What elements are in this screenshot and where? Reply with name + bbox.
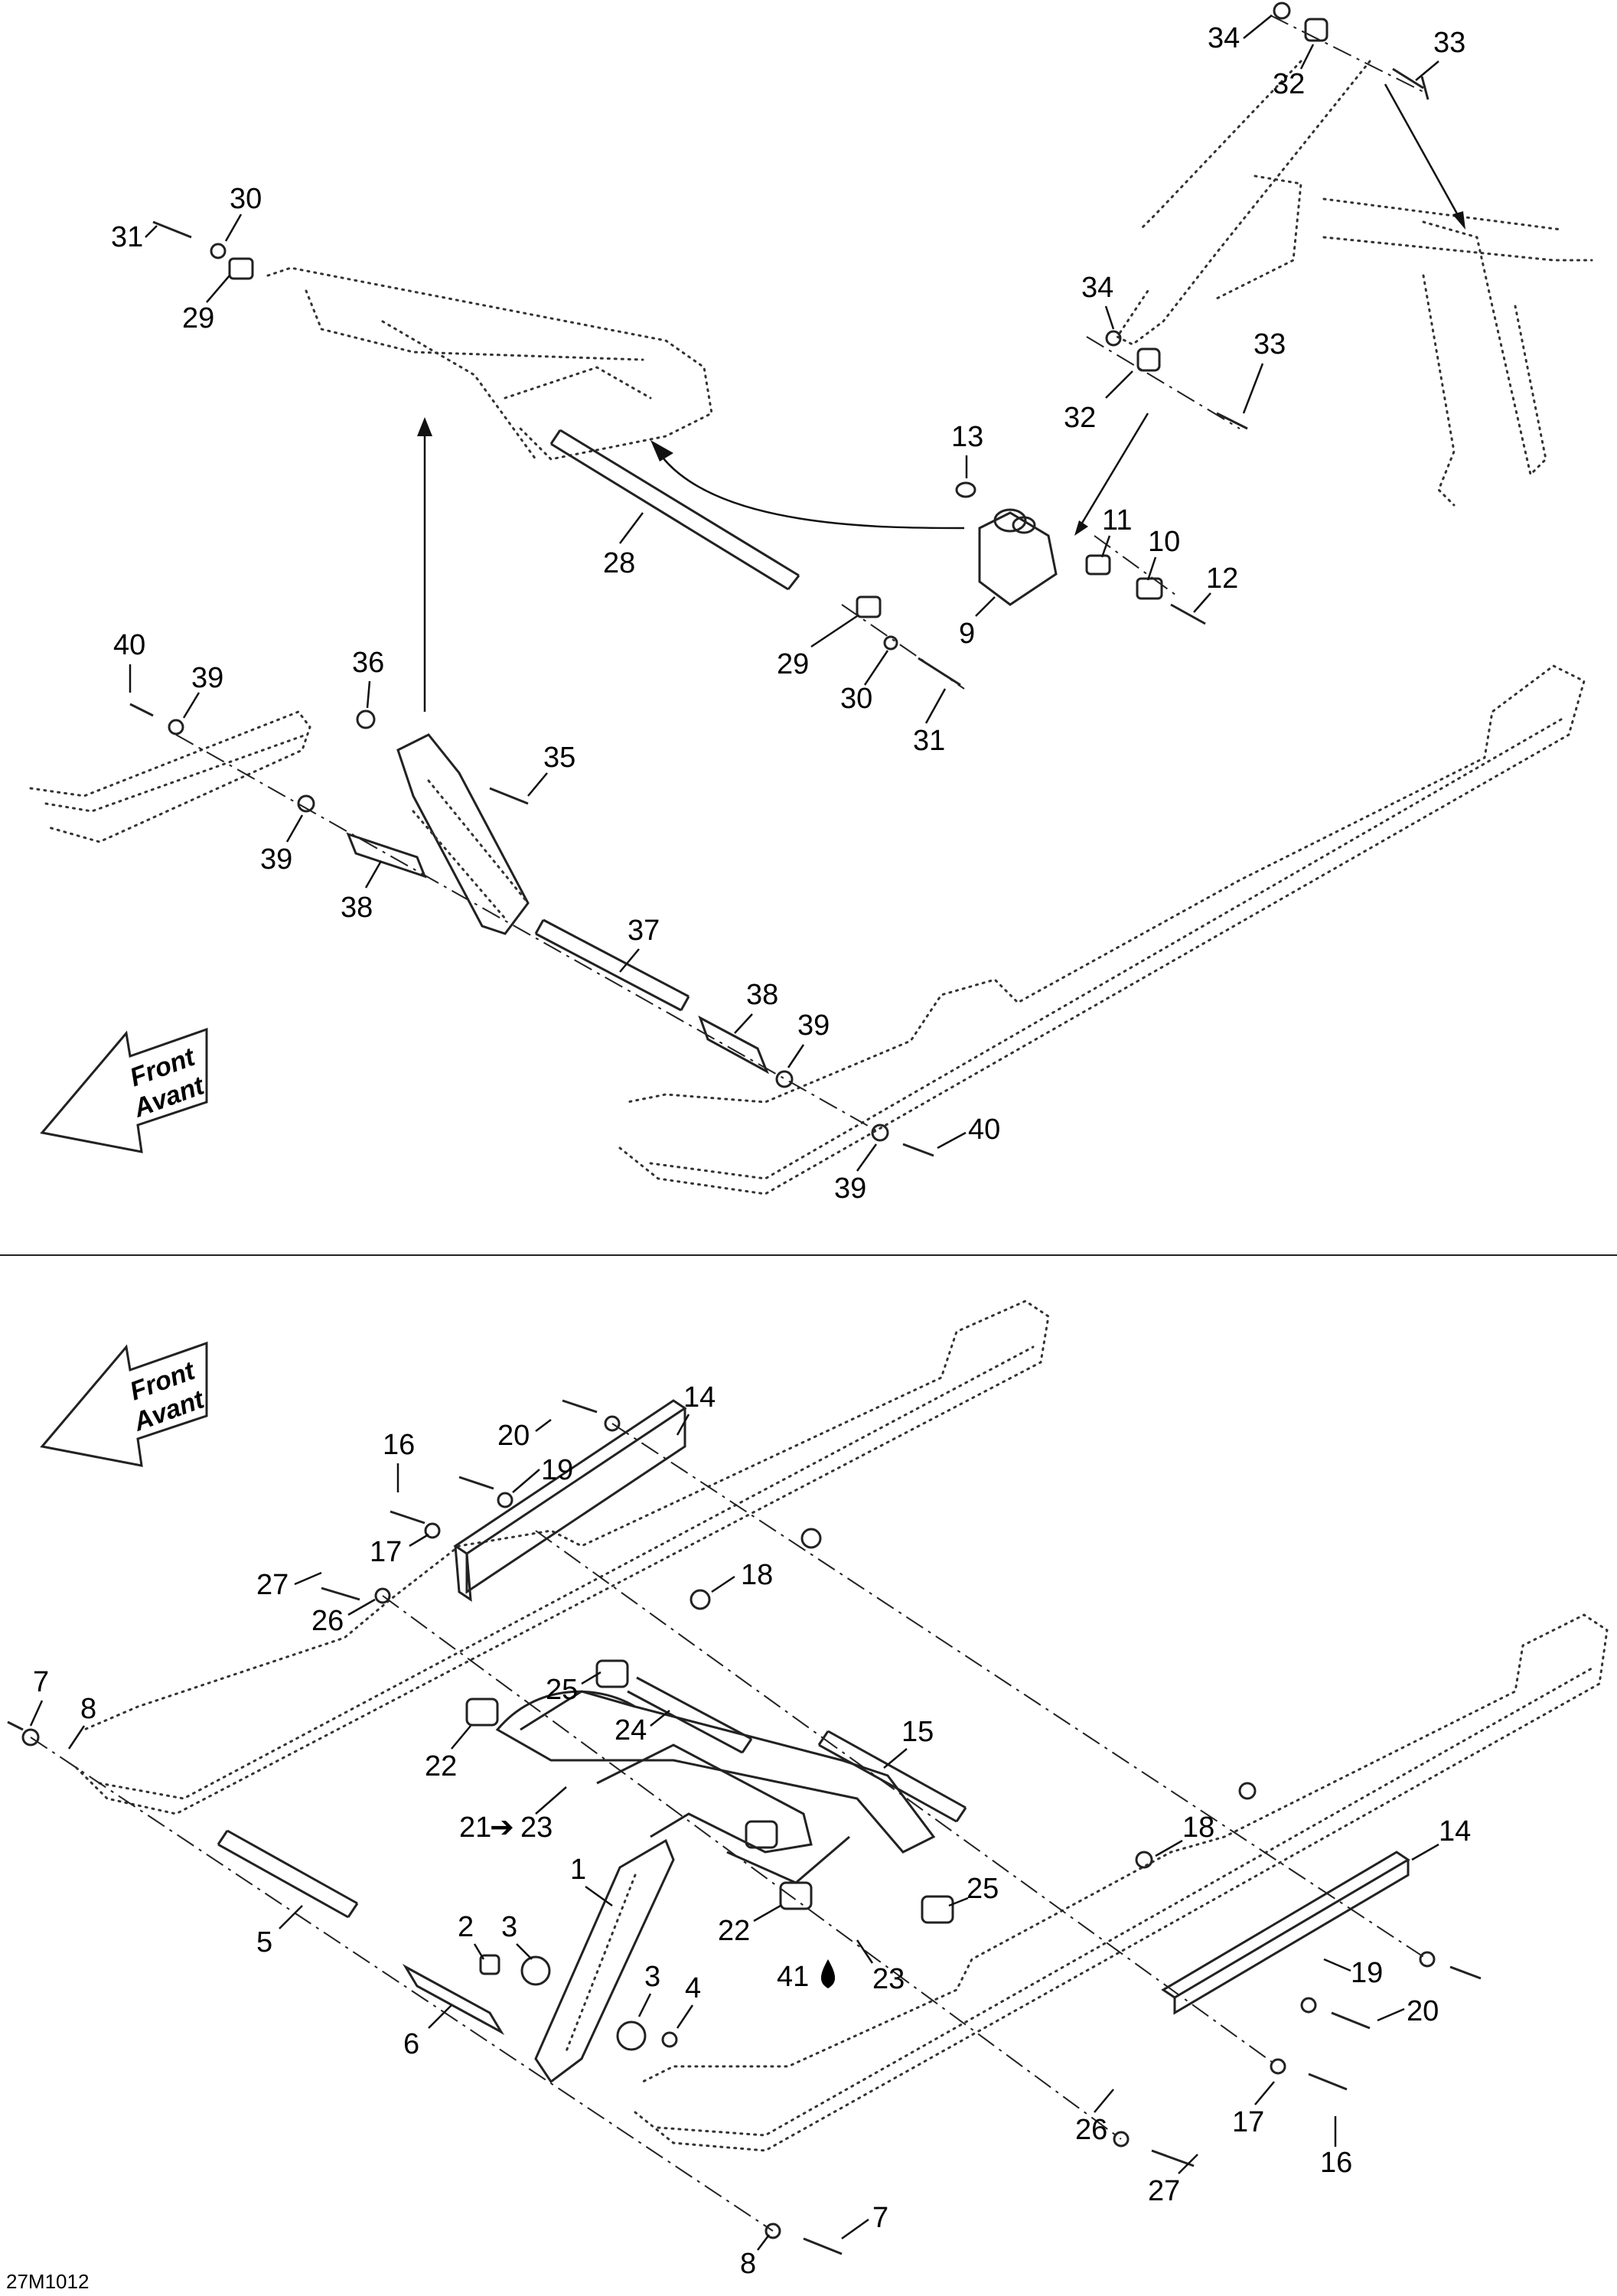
callout-29-a: 29 (182, 302, 214, 334)
callout-12: 12 (1206, 563, 1238, 595)
callout-20-a: 20 (497, 1420, 530, 1452)
rear-arm-upper (1115, 60, 1593, 507)
callout-35: 35 (543, 742, 575, 774)
runner-top-right (618, 664, 1586, 1195)
callout-11: 11 (1102, 504, 1132, 536)
callout-34-a: 34 (1208, 22, 1240, 54)
callout-5: 5 (256, 1926, 272, 1958)
shafts-5-6 (217, 1829, 505, 2035)
link-1 (534, 1838, 675, 2084)
callout-27-a: 27 (256, 1569, 289, 1601)
callout-17-a: 17 (370, 1536, 402, 1568)
callout-7-a: 7 (33, 1666, 49, 1698)
callout-31-a: 31 (111, 221, 143, 253)
callout-34-b: 34 (1081, 272, 1113, 304)
callout-39-d: 39 (834, 1172, 866, 1205)
callout-22-b: 22 (718, 1915, 750, 1947)
bracket-9 (978, 508, 1058, 606)
callout-16-a: 16 (383, 1429, 415, 1461)
callout-7-b: 7 (872, 2202, 888, 2234)
callout-22-a: 22 (425, 1750, 457, 1782)
callout-19-a: 19 (541, 1454, 573, 1486)
callout-8-a: 8 (80, 1693, 96, 1725)
runner-bottom-right (634, 1613, 1609, 2152)
front-arrow-top-icon: Front Avant (40, 1027, 209, 1153)
callout-39-a: 39 (191, 662, 223, 694)
callout-16-b: 16 (1320, 2147, 1352, 2179)
front-arm-upper (266, 266, 713, 461)
callouts-bottom: 14 20 19 16 17 18 27 26 25 24 7 8 22 15 … (29, 1381, 1471, 2280)
callout-17-b: 17 (1232, 2106, 1264, 2138)
callout-23-a: 23 (520, 1812, 553, 1844)
callout-25-b: 25 (967, 1873, 999, 1905)
figure-code: 27M1012 (6, 2270, 89, 2293)
callout-36: 36 (352, 647, 384, 679)
callout-3-b: 3 (644, 1961, 660, 1993)
shaft-37 (129, 703, 934, 1157)
callout-39-c: 39 (797, 1009, 830, 1042)
callout-15: 15 (901, 1716, 934, 1748)
callout-38-b: 38 (746, 979, 778, 1011)
callout-20-b: 20 (1407, 1995, 1439, 2027)
slide-bar-14-bottom (1161, 1851, 1410, 2015)
shafts-24-15 (465, 1659, 967, 1924)
callout-14-b: 14 (1439, 1815, 1471, 1848)
callout-18-a: 18 (741, 1559, 773, 1591)
callout-40-a: 40 (113, 629, 145, 661)
callout-24: 24 (615, 1714, 647, 1746)
callout-32-b: 32 (1064, 402, 1096, 434)
callout-8-b: 8 (740, 2248, 756, 2280)
callout-4: 4 (685, 1972, 701, 2004)
callout-39-b: 39 (260, 843, 292, 876)
callout-10: 10 (1148, 526, 1180, 558)
slide-bar-14-top (453, 1399, 687, 1602)
callout-13: 13 (951, 421, 983, 453)
callout-37: 37 (628, 915, 660, 947)
callout-33-a: 33 (1433, 27, 1465, 59)
callout-6: 6 (403, 2028, 419, 2060)
curved-arrow (657, 451, 965, 530)
callout-30-a: 30 (230, 183, 262, 215)
shaft-28 (549, 429, 800, 591)
callout-14-a: 14 (683, 1381, 716, 1414)
callout-31-b: 31 (913, 725, 945, 757)
callout-19-b: 19 (1351, 1957, 1383, 1989)
runner-bottom-left (75, 1300, 1050, 1815)
front-arrow-bottom-icon: Front Avant (40, 1341, 209, 1467)
runner-top-left (29, 710, 311, 843)
hardware-bottom (7, 1399, 1482, 2255)
callout-26-a: 26 (311, 1605, 344, 1637)
callout-40-b: 40 (968, 1114, 1000, 1146)
callout-1: 1 (570, 1854, 586, 1886)
callout-18-b: 18 (1182, 1812, 1214, 1844)
callouts-top: 34 32 33 30 31 29 34 32 33 13 11 10 12 9… (111, 15, 1465, 1205)
callout-23-b: 23 (872, 1963, 905, 1995)
shock-absorber (356, 709, 530, 935)
callout-30-b: 30 (840, 683, 872, 715)
grease-drop-icon (820, 1959, 836, 1988)
callout-arrow: ➔ (490, 1812, 514, 1844)
callout-21: 21 (459, 1812, 491, 1844)
callout-26-b: 26 (1075, 2114, 1107, 2146)
callout-2: 2 (458, 1911, 474, 1943)
callout-29-b: 29 (777, 648, 809, 680)
callout-9: 9 (959, 618, 975, 650)
callout-28: 28 (603, 547, 635, 579)
hardware-top (152, 2, 1430, 687)
callout-38-a: 38 (341, 892, 373, 924)
callout-33-b: 33 (1254, 328, 1286, 360)
callout-27-b: 27 (1148, 2175, 1180, 2207)
callout-3-a: 3 (501, 1911, 517, 1943)
callout-25-a: 25 (546, 1674, 578, 1706)
callout-32-a: 32 (1273, 68, 1305, 100)
callout-41: 41 (777, 1961, 809, 1993)
